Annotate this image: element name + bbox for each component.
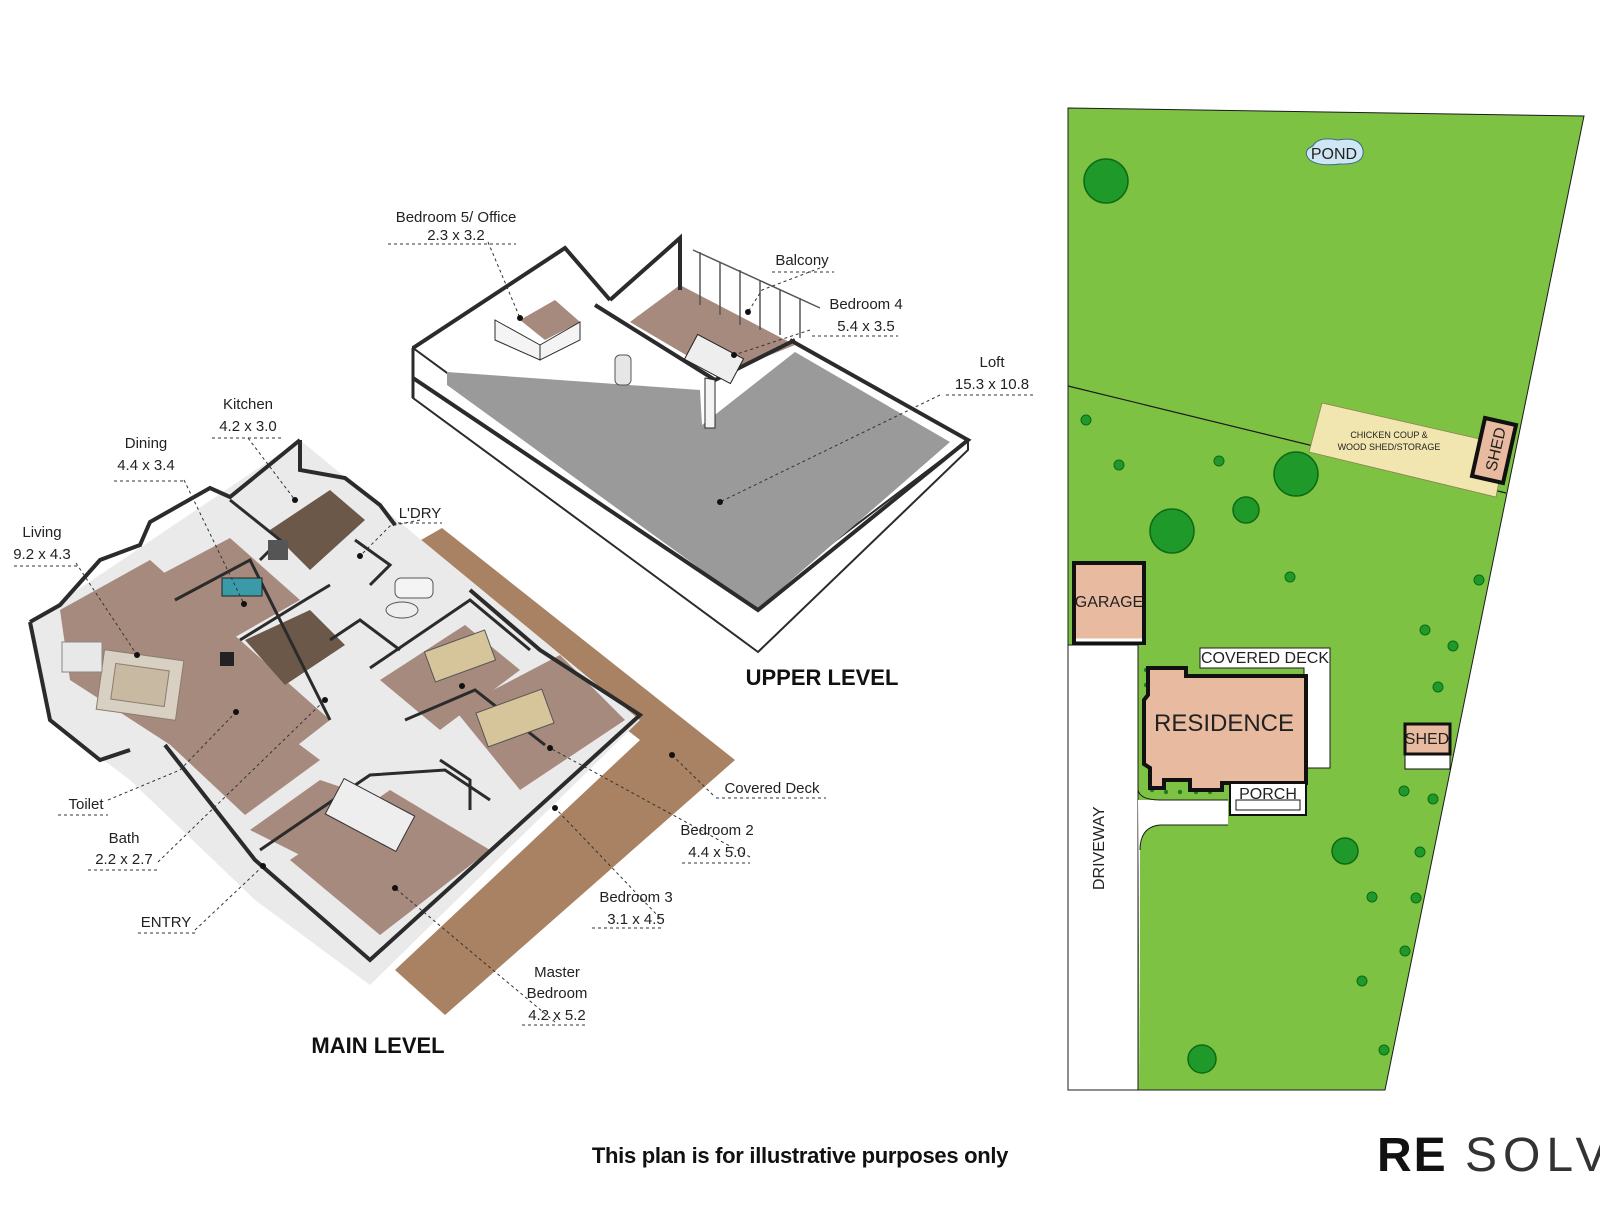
brand-logo-bold: RE — [1377, 1129, 1448, 1182]
side-shed — [1403, 722, 1452, 756]
porch-label: PORCH — [1239, 786, 1297, 803]
covered-deck-floor — [395, 528, 735, 1015]
site-plan: DRIVEWAY POND CHICKEN COUP & WOOD SHED/S… — [1067, 107, 1585, 1091]
driveway-label: DRIVEWAY — [1091, 806, 1108, 890]
covered-deck-label: COVERED DECK — [1201, 650, 1329, 667]
garage-label: GARAGE — [1075, 594, 1143, 611]
kitchen-size: 4.2 x 3.0 — [219, 418, 277, 435]
dining-name: Dining — [125, 435, 168, 452]
bedroom2-size: 4.4 x 5.0 — [688, 844, 746, 861]
tree — [1232, 496, 1260, 524]
tree — [1187, 1044, 1217, 1074]
balcony-name: Balcony — [775, 252, 829, 269]
brand-logo: RE SOLVE — [1377, 1128, 1600, 1182]
master-name-line2: Bedroom — [527, 985, 588, 1002]
bedroom3-size: 3.1 x 4.5 — [607, 911, 665, 928]
rear-shed — [1469, 415, 1519, 486]
tree — [1083, 158, 1129, 204]
bedroom3-name: Bedroom 3 — [599, 889, 672, 906]
tree — [1331, 837, 1359, 865]
upper-level-plan — [411, 233, 972, 654]
side-shed-label: SHED — [1405, 731, 1449, 748]
bedroom4-floor — [630, 285, 795, 375]
upper-level-labels: Bedroom 5/ Office 2.3 x 3.2 Balcony Bedr… — [396, 209, 1029, 690]
covered-deck-name: Covered Deck — [724, 780, 820, 797]
bedroom5-size: 2.3 x 3.2 — [427, 227, 485, 244]
upper-level-heading: UPPER LEVEL — [746, 665, 899, 690]
bedroom2-name: Bedroom 2 — [680, 822, 753, 839]
chicken-coup-line2: WOOD SHED/STORAGE — [1338, 442, 1441, 452]
room-markers — [134, 309, 751, 891]
garage — [1072, 561, 1146, 645]
living-size: 9.2 x 4.3 — [13, 546, 71, 563]
toilet-name: Toilet — [68, 796, 104, 813]
bedroom4-name: Bedroom 4 — [829, 296, 902, 313]
bath-size: 2.2 x 2.7 — [95, 851, 153, 868]
bath-name: Bath — [109, 830, 140, 847]
tree — [1149, 508, 1195, 554]
loft-size: 15.3 x 10.8 — [955, 376, 1029, 393]
disclaimer-text: This plan is for illustrative purposes o… — [591, 1143, 1009, 1168]
main-level-plan — [28, 438, 735, 1015]
leader-lines — [14, 241, 1036, 1026]
bedroom5-floor — [520, 300, 580, 340]
kitchen-name: Kitchen — [223, 396, 273, 413]
pond — [1305, 138, 1364, 166]
kitchen-floor — [270, 490, 365, 570]
bedroom5-name: Bedroom 5/ Office — [396, 209, 517, 226]
main-level-heading: MAIN LEVEL — [311, 1033, 444, 1058]
residence — [1142, 666, 1308, 792]
chicken-coup-line1: CHICKEN COUP & — [1350, 430, 1427, 440]
main-level-labels: Living 9.2 x 4.3 Dining 4.4 x 3.4 Kitche… — [13, 396, 820, 1058]
tree — [1273, 451, 1319, 497]
pond-label: POND — [1311, 146, 1357, 163]
entry-name: ENTRY — [141, 914, 192, 931]
bedroom4-size: 5.4 x 3.5 — [837, 318, 895, 335]
dining-size: 4.4 x 3.4 — [117, 457, 175, 474]
master-size: 4.2 x 5.2 — [528, 1007, 586, 1024]
brand-logo-light: SOLVE — [1465, 1129, 1600, 1182]
loft-floor — [447, 352, 950, 610]
living-name: Living — [22, 524, 61, 541]
laundry-name: L'DRY — [399, 505, 442, 522]
entry-floor — [165, 700, 320, 815]
chicken-coup — [1308, 402, 1507, 498]
master-name-line1: Master — [534, 964, 580, 981]
residence-label: RESIDENCE — [1154, 710, 1294, 737]
loft-name: Loft — [979, 354, 1005, 371]
